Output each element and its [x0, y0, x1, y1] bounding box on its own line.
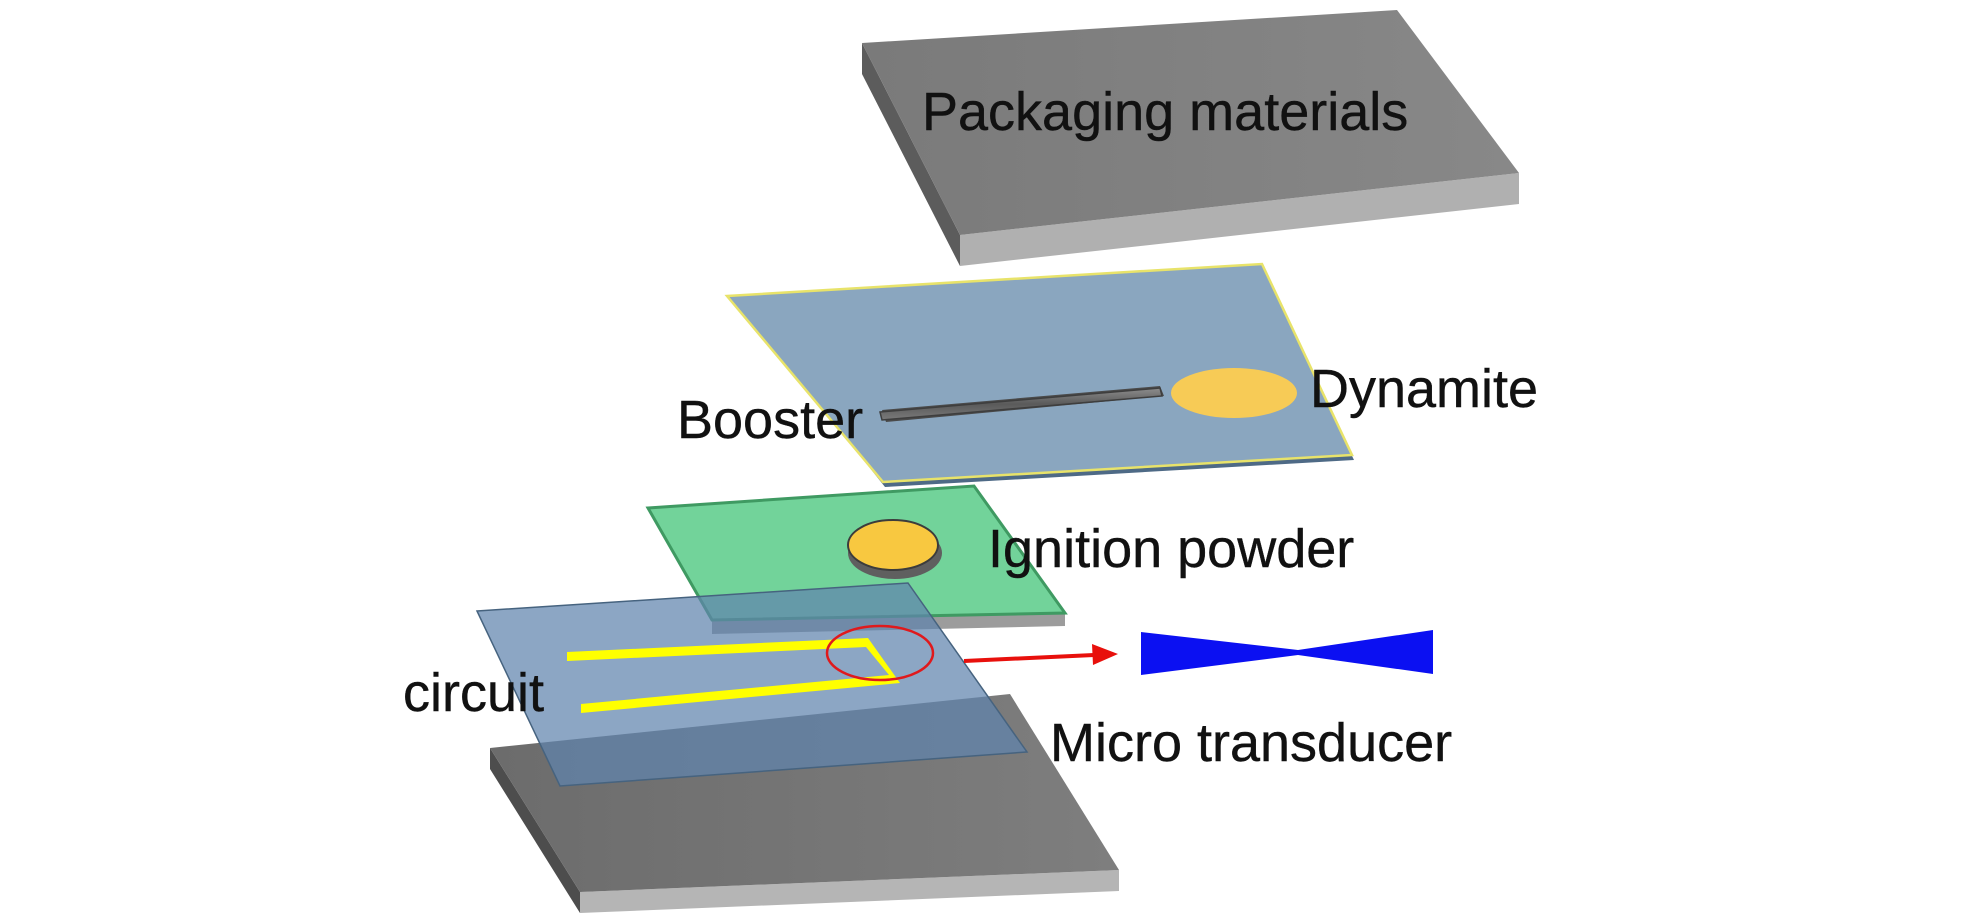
- packaging-slab-top: [862, 10, 1519, 235]
- ignition-charge: [847, 519, 939, 571]
- micro-transducer-label: Micro transducer: [1050, 713, 1452, 773]
- packaging-slab-front-side: [960, 173, 1519, 266]
- micro-transducer-shape: [1141, 630, 1433, 675]
- booster-charge: [879, 386, 1164, 422]
- base-slab-left-side: [490, 748, 580, 913]
- packaging-slab: [862, 10, 1519, 266]
- highlight-ring: [825, 624, 935, 682]
- base-slab-front-side: [580, 870, 1119, 913]
- charge-layer-plate: [724, 262, 1354, 484]
- circuit-trace: [567, 638, 900, 713]
- charge-layer: [724, 262, 1354, 487]
- circuit-layer-plate: [475, 582, 1029, 787]
- zoom-arrow: [963, 644, 1118, 665]
- dynamite-label: Dynamite: [1310, 359, 1538, 419]
- packaging-slab-left-side: [862, 43, 960, 266]
- ignition-powder-label: Ignition powder: [988, 519, 1354, 579]
- booster-label: Booster: [677, 390, 863, 450]
- packaging-label: Packaging materials: [922, 82, 1408, 142]
- dynamite-charge: [1171, 368, 1297, 418]
- circuit-label: circuit: [403, 663, 544, 723]
- circuit-layer: [475, 582, 1029, 787]
